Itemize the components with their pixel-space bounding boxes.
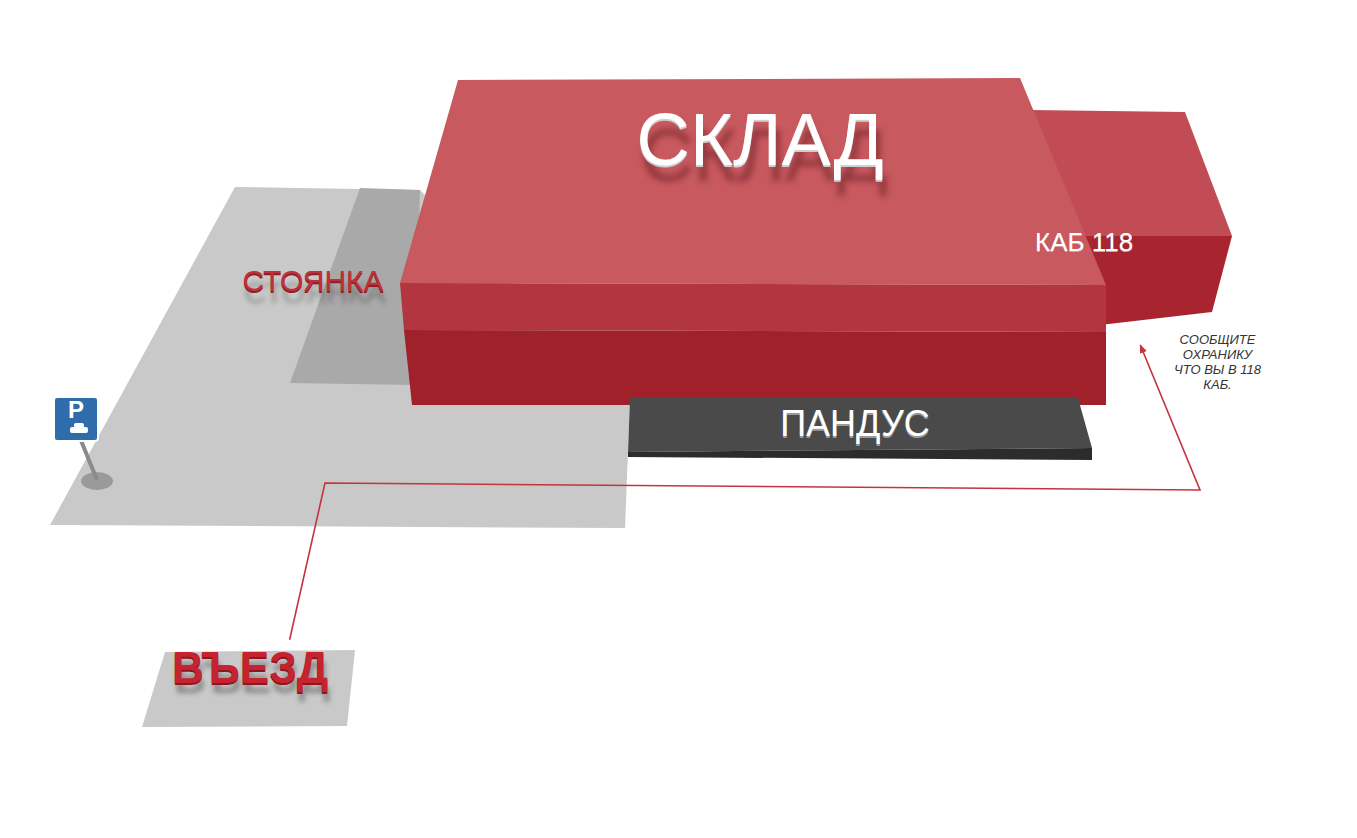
warehouse-front-lower xyxy=(404,330,1106,405)
parking-sign-letter-text: P xyxy=(54,397,98,423)
warehouse-top xyxy=(400,78,1106,285)
area-label: ПАНДУС xyxy=(780,404,930,444)
area-label: ВЪЕЗД xyxy=(172,644,328,692)
warehouse-front-upper xyxy=(400,283,1106,332)
guard-note-text: СООБЩИТЕ ОХРАНИКУ ЧТО ВЫ В 118 КАБ. xyxy=(1170,333,1265,393)
guard-note: СООБЩИТЕ ОХРАНИКУ ЧТО ВЫ В 118 КАБ. xyxy=(1170,333,1265,393)
cabinet-block: КАБ 118 xyxy=(1035,110,1230,345)
area-label: СКЛАД xyxy=(636,99,883,180)
parking-area: СТОЯНКА xyxy=(228,258,398,302)
parking-sign-letter: P xyxy=(54,397,98,423)
sign-pole xyxy=(80,438,97,480)
car-icon xyxy=(74,423,84,428)
ramp-strip: ПАНДУС xyxy=(725,400,985,448)
parking-sign xyxy=(54,397,98,441)
area-label: КАБ 118 xyxy=(1035,228,1133,257)
ramp-side xyxy=(628,448,1092,460)
ramp-top xyxy=(628,398,1092,452)
route-line xyxy=(290,345,1200,640)
entrance-pad: ВЪЕЗД xyxy=(160,640,340,696)
warehouse-block: СКЛАД xyxy=(540,85,980,195)
area-label: СТОЯНКА xyxy=(242,264,383,297)
